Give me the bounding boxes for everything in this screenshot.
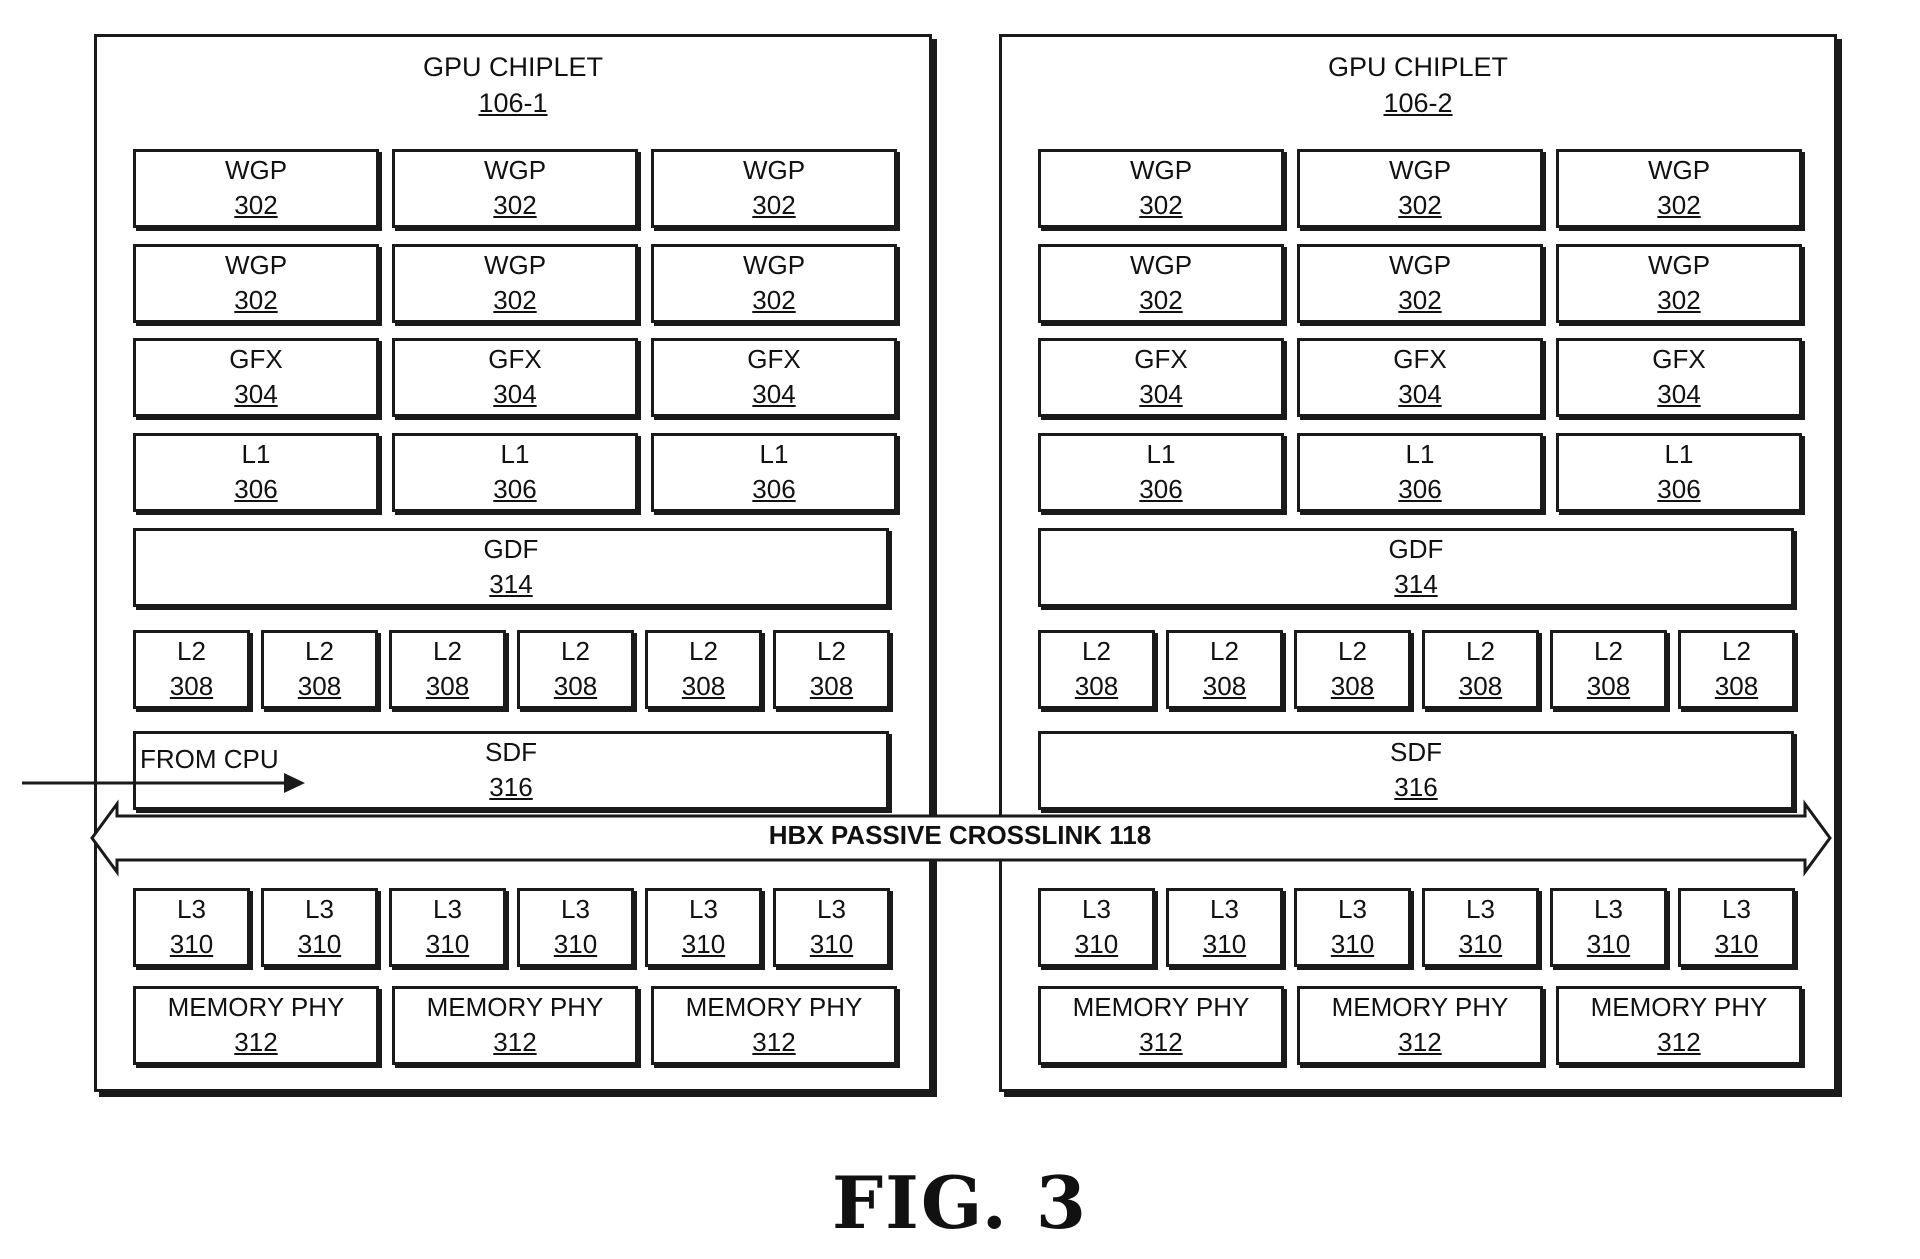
crosslink-label: HBX PASSIVE CROSSLINK 118 xyxy=(0,820,1920,851)
from-cpu-label: FROM CPU xyxy=(140,744,279,775)
from-cpu-arrow-head xyxy=(284,773,305,793)
figure-caption: FIG. 3 xyxy=(0,1160,1920,1245)
